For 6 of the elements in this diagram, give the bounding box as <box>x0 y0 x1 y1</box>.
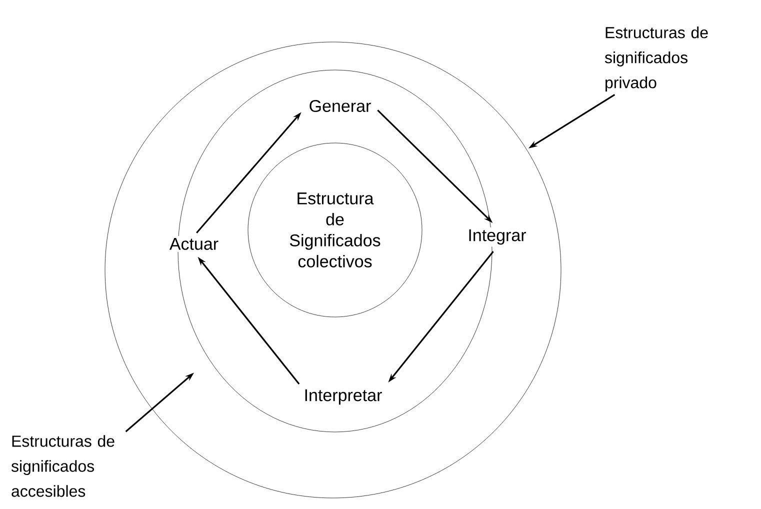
step-label: Generar <box>306 98 374 114</box>
step-label: Interpretar <box>302 387 384 407</box>
callout-text: Estructuras de significados privado <box>604 26 708 92</box>
callout-text: Estructuras de significados accesibles <box>11 435 114 497</box>
step-label: Actuar <box>167 236 221 252</box>
step-label: Integrar <box>466 227 528 247</box>
